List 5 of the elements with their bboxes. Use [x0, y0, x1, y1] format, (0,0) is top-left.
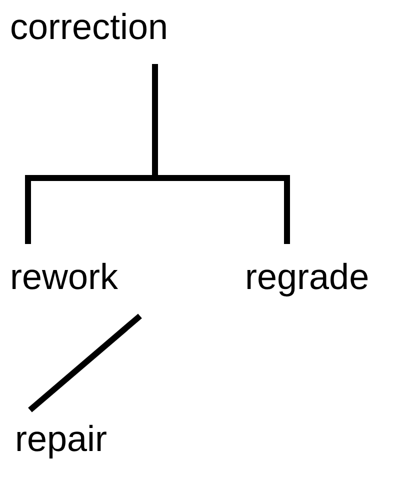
node-label: repair: [15, 418, 108, 460]
tree-connector: [28, 314, 142, 412]
node-label: rework: [10, 256, 120, 298]
node-label: correction: [10, 6, 170, 48]
node-label: regrade: [245, 256, 370, 298]
